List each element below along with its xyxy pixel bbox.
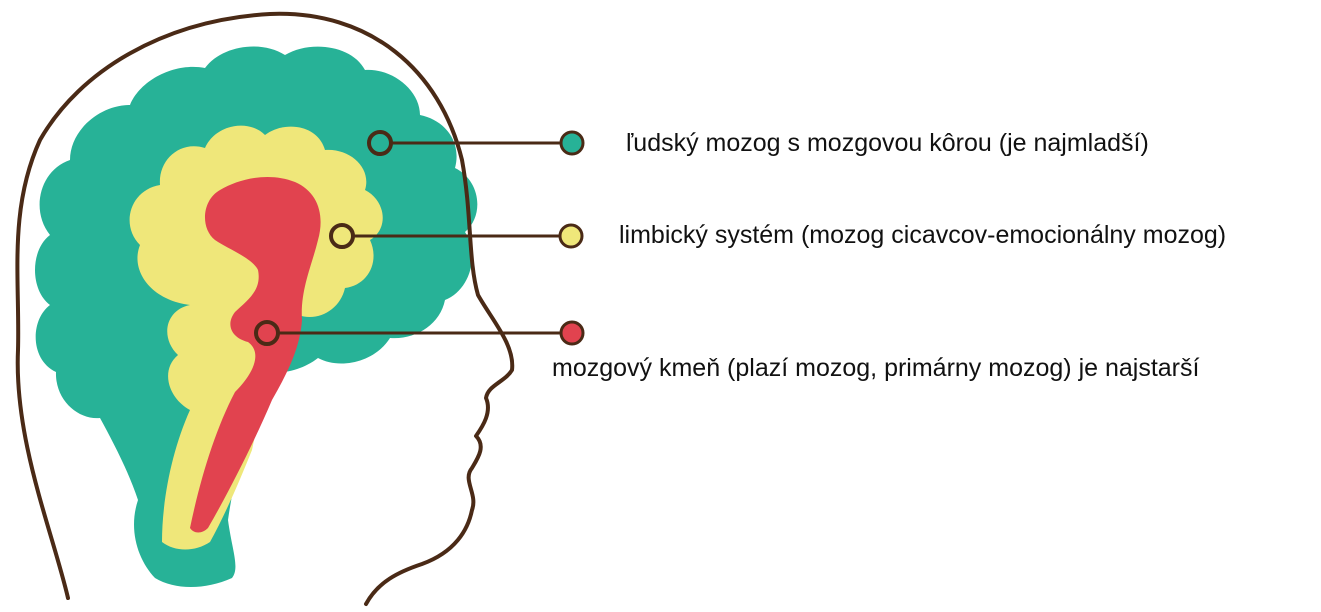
stem-outer-marker	[559, 320, 585, 346]
brainstem-label: mozgový kmeň (plazí mozog, primárny mozo…	[552, 354, 1200, 382]
cortex-inner-marker	[367, 130, 393, 156]
cortex-label: ľudský mozog s mozgovou kôrou (je najmla…	[626, 129, 1149, 157]
cortex-outer-marker	[559, 130, 585, 156]
stem-inner-marker	[254, 320, 280, 346]
brainstem-region	[190, 176, 321, 533]
head-outline	[15, 11, 515, 606]
limbic-inner-marker	[329, 223, 355, 249]
limbic-outer-marker	[558, 223, 584, 249]
limbic-label: limbický systém (mozog cicavcov-emocioná…	[619, 221, 1227, 249]
